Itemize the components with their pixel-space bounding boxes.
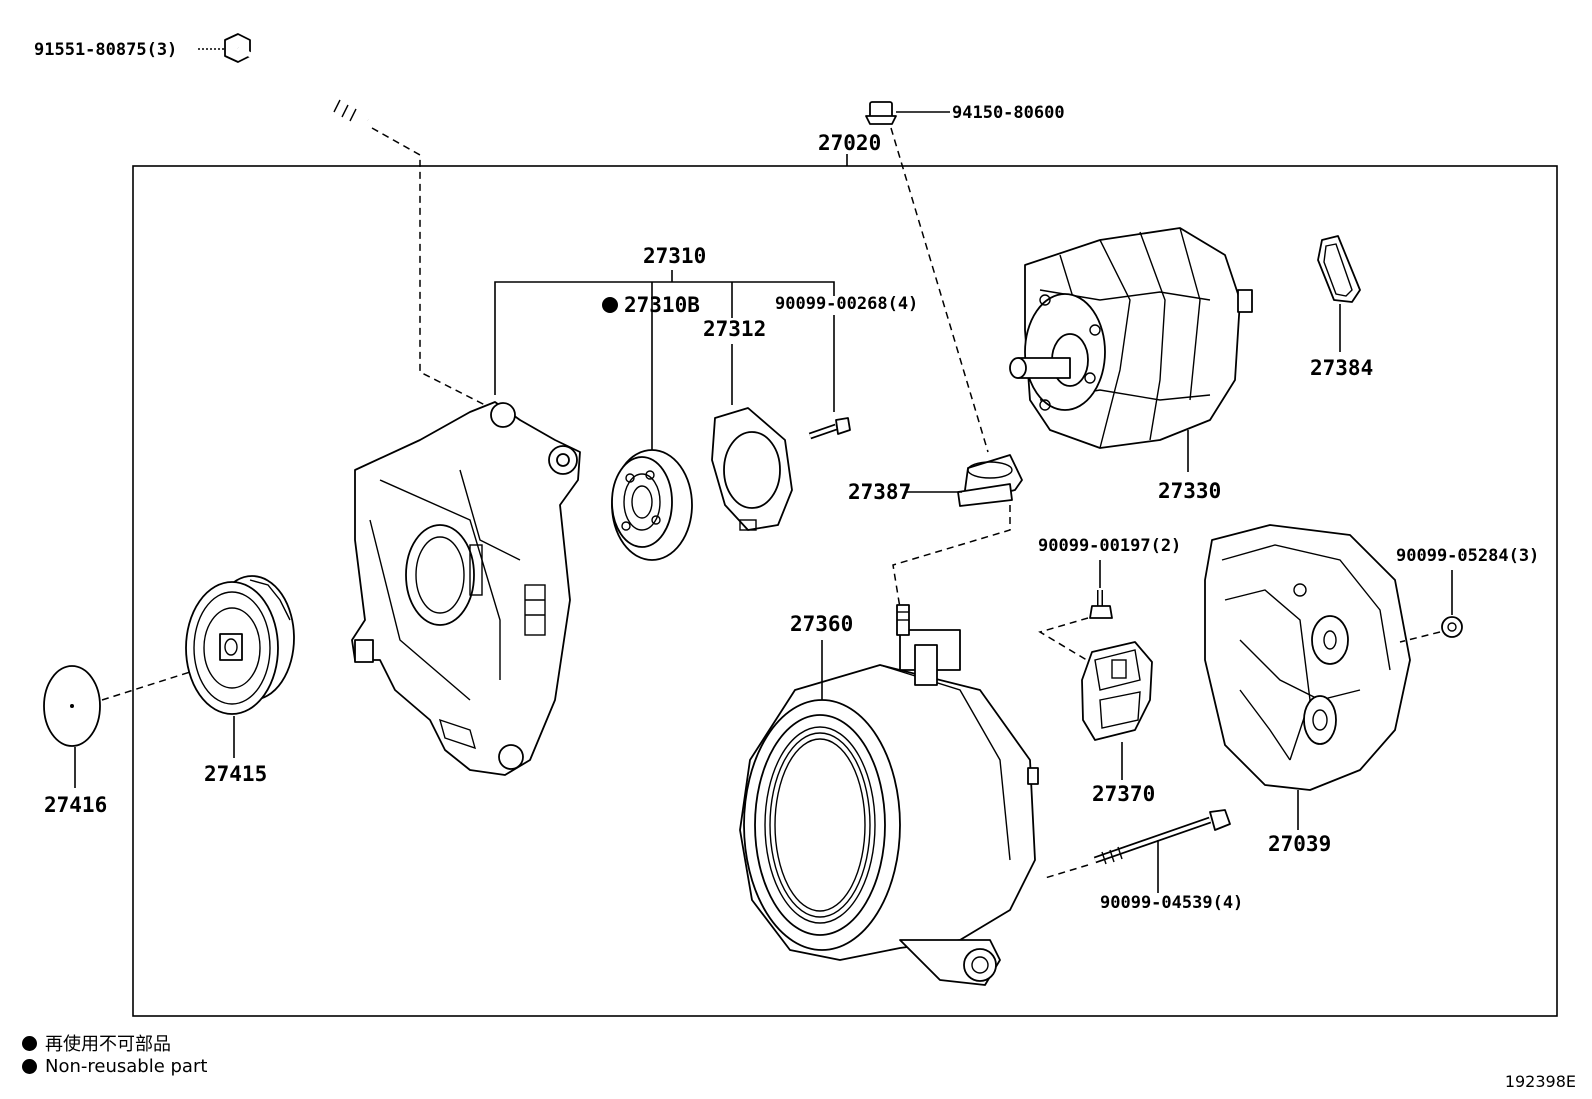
legend-dot-icon <box>22 1035 37 1051</box>
nuts-rear-label: 90099-05284(3) <box>1396 546 1539 566</box>
legend-japanese: 再使用不可部品 <box>22 1030 171 1056</box>
legend-dot-icon <box>22 1059 37 1074</box>
pulley-cap-part <box>43 665 101 747</box>
regulator-part <box>1081 641 1153 741</box>
brush-holder-seal-part <box>957 454 1023 507</box>
cap-top-label: 94150-80600 <box>952 103 1065 123</box>
pulley-cap-label: 27416 <box>44 793 107 817</box>
screws-label: 90099-00268(4) <box>775 294 918 314</box>
insulator-label: 27384 <box>1310 356 1373 380</box>
bolt-top-label: 91551-80875(3) <box>34 40 177 60</box>
stator-label: 27360 <box>790 612 853 636</box>
cap-top-part <box>865 101 897 125</box>
drive-end-frame-part <box>351 401 581 776</box>
screw-regulator-label: 90099-00197(2) <box>1038 536 1181 556</box>
stator-part <box>739 604 1039 986</box>
bolt-top-part <box>224 33 370 123</box>
legend-japanese-text: 再使用不可部品 <box>45 1034 171 1055</box>
pulley-label: 27415 <box>204 762 267 786</box>
figure-code: 192398E <box>1504 1072 1576 1091</box>
rear-cover-part <box>1204 524 1411 791</box>
retainer-label: 27312 <box>703 317 766 341</box>
assembly-number-label: 27020 <box>818 131 881 155</box>
insulator-part <box>1317 235 1361 303</box>
retainer-part <box>711 407 793 531</box>
bearing-label: 27310B <box>624 293 700 317</box>
rear-cover-label: 27039 <box>1268 832 1331 856</box>
legend-english: Non-reusable part <box>22 1056 207 1077</box>
brush-holder-seal-label: 27387 <box>848 480 911 504</box>
rotor-label: 27330 <box>1158 479 1221 503</box>
through-bolt-part <box>1093 809 1231 865</box>
rear-nut-part <box>1441 616 1463 638</box>
bearing-part <box>611 449 693 561</box>
assembly-frame <box>132 165 1558 1017</box>
non-reusable-dot <box>602 297 618 313</box>
pulley-part <box>185 575 295 715</box>
through-bolts-label: 90099-04539(4) <box>1100 893 1243 913</box>
legend-english-text: Non-reusable part <box>45 1056 208 1077</box>
regulator-screw-part <box>1089 590 1113 619</box>
regulator-label: 27370 <box>1092 782 1155 806</box>
rotor-part <box>1009 227 1253 449</box>
frame-group-label: 27310 <box>643 244 706 268</box>
screw-part <box>808 417 851 440</box>
